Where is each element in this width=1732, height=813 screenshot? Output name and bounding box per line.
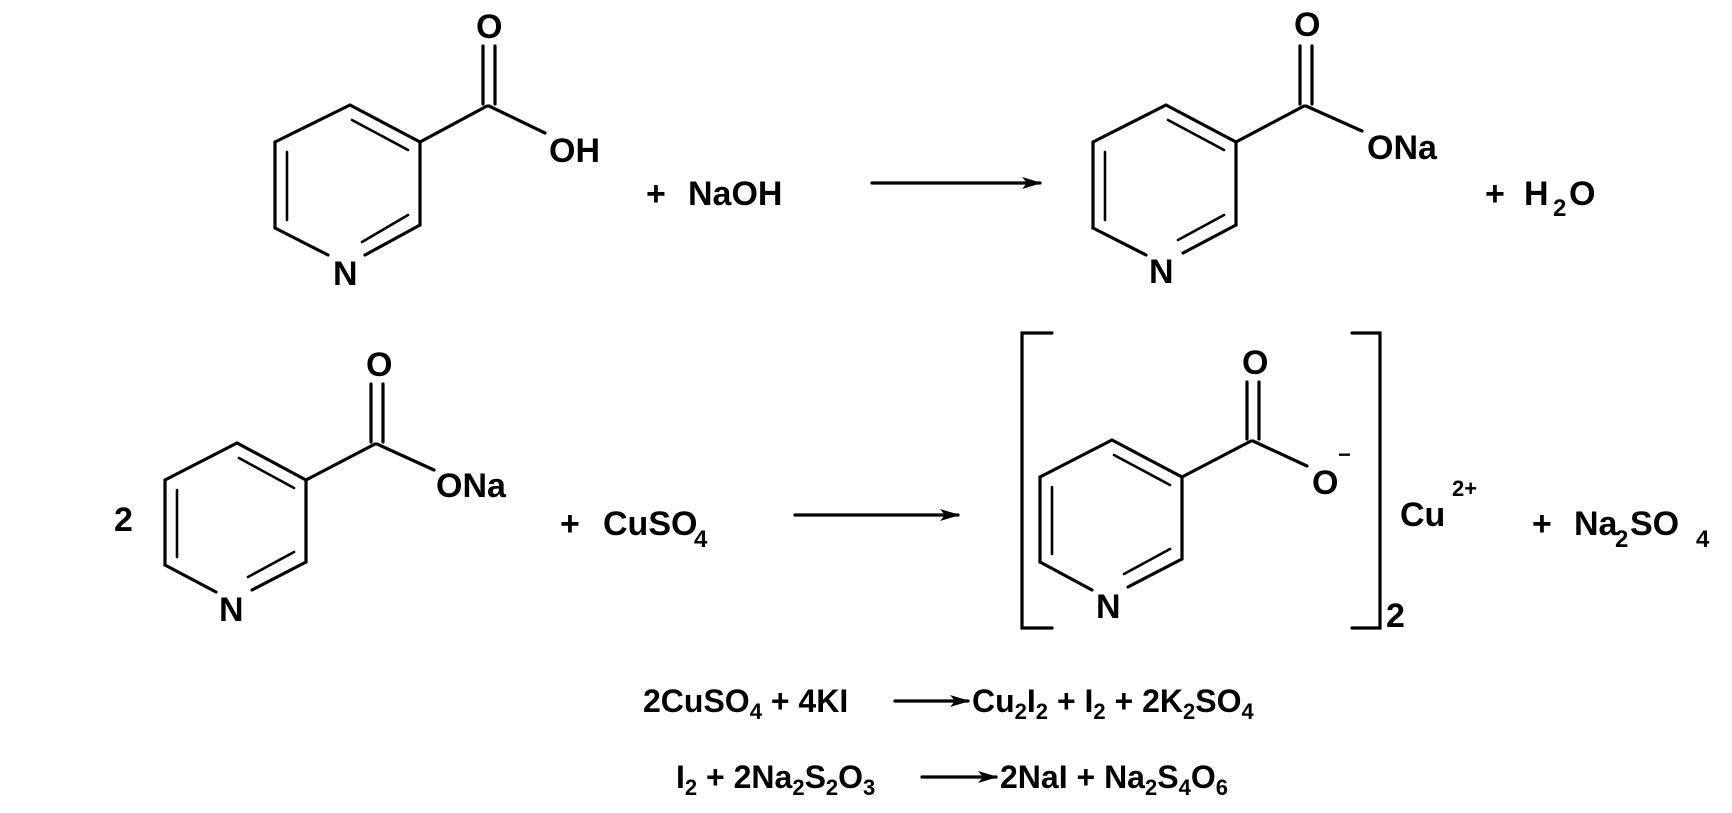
- water-h: H: [1524, 175, 1549, 213]
- iodometric-products: Cu2I2 + I2 + 2K2SO4: [972, 683, 1255, 724]
- sodium-oxide-label: ONa: [436, 467, 507, 505]
- plus-sign: +: [560, 505, 580, 543]
- iodometric-equation: 2CuSO4 + 4KI: [643, 683, 848, 724]
- plus-sign: +: [1485, 175, 1505, 213]
- stoichiometric-coefficient: 2: [114, 501, 133, 539]
- thiosulfate-equation: I2 + 2Na2S2O3: [676, 759, 875, 800]
- bracket-subscript: 2: [1386, 597, 1405, 635]
- hydroxyl-label: OH: [549, 132, 600, 170]
- nitrogen-label: N: [219, 591, 244, 629]
- left-bracket: [1020, 331, 1054, 630]
- copper-cation: Cu: [1400, 496, 1445, 534]
- sodium-sulfate-na: Na: [1574, 505, 1619, 543]
- sodium-sulfate-so: SO: [1630, 505, 1679, 543]
- pyridine-ring: [1038, 438, 1184, 592]
- oxygen-label: O: [1294, 6, 1320, 44]
- water-subscript: 2: [1553, 195, 1566, 222]
- reagent-cuso4: CuSO: [603, 505, 697, 543]
- hydroxyl-bond: [487, 104, 547, 135]
- right-bracket: [1350, 331, 1382, 630]
- pyridine-ring: [273, 103, 422, 257]
- pyridine-ring: [163, 441, 308, 594]
- carboxyl-bond: [418, 104, 489, 144]
- sodium-oxide-label: ONa: [1367, 129, 1438, 167]
- oxygen-label: O: [366, 346, 392, 384]
- nicotinate-anion-structure: O O − N: [1038, 344, 1351, 626]
- reagent-subscript: 4: [694, 526, 708, 553]
- plus-sign: +: [646, 175, 666, 213]
- oxygen-label: O: [1242, 344, 1268, 382]
- reaction-2: 2 O ONa N + CuSO 4: [114, 331, 1710, 635]
- nicotinic-acid-structure: O OH N: [273, 8, 600, 293]
- carboxylate-oxygen-label: O: [1312, 464, 1338, 502]
- reaction-1: O OH N + NaOH O ONa: [273, 6, 1595, 293]
- nitrogen-label: N: [333, 255, 358, 293]
- copper-charge: 2+: [1452, 476, 1477, 501]
- sodium-nicotinate-structure: O ONa N: [163, 346, 507, 629]
- thiosulfate-products: 2NaI + Na2S4O6: [1000, 759, 1228, 800]
- sodium-nicotinate-structure: O ONa N: [1091, 6, 1438, 291]
- equation-3: 2CuSO4 + 4KI Cu2I2 + I2 + 2K2SO4: [643, 683, 1255, 724]
- negative-charge: −: [1338, 442, 1351, 467]
- nitrogen-label: N: [1096, 588, 1121, 626]
- pyridine-ring: [1091, 103, 1238, 257]
- nitrogen-label: N: [1149, 253, 1174, 291]
- equation-4: I2 + 2Na2S2O3 2NaI + Na2S4O6: [676, 759, 1228, 800]
- reagent-naoh: NaOH: [688, 175, 782, 213]
- sodium-sulfate-subscript-4: 4: [1696, 526, 1710, 553]
- plus-sign: +: [1532, 505, 1552, 543]
- oxygen-label: O: [476, 8, 502, 46]
- water-o: O: [1569, 175, 1595, 213]
- sodium-sulfate-subscript-2: 2: [1615, 526, 1628, 553]
